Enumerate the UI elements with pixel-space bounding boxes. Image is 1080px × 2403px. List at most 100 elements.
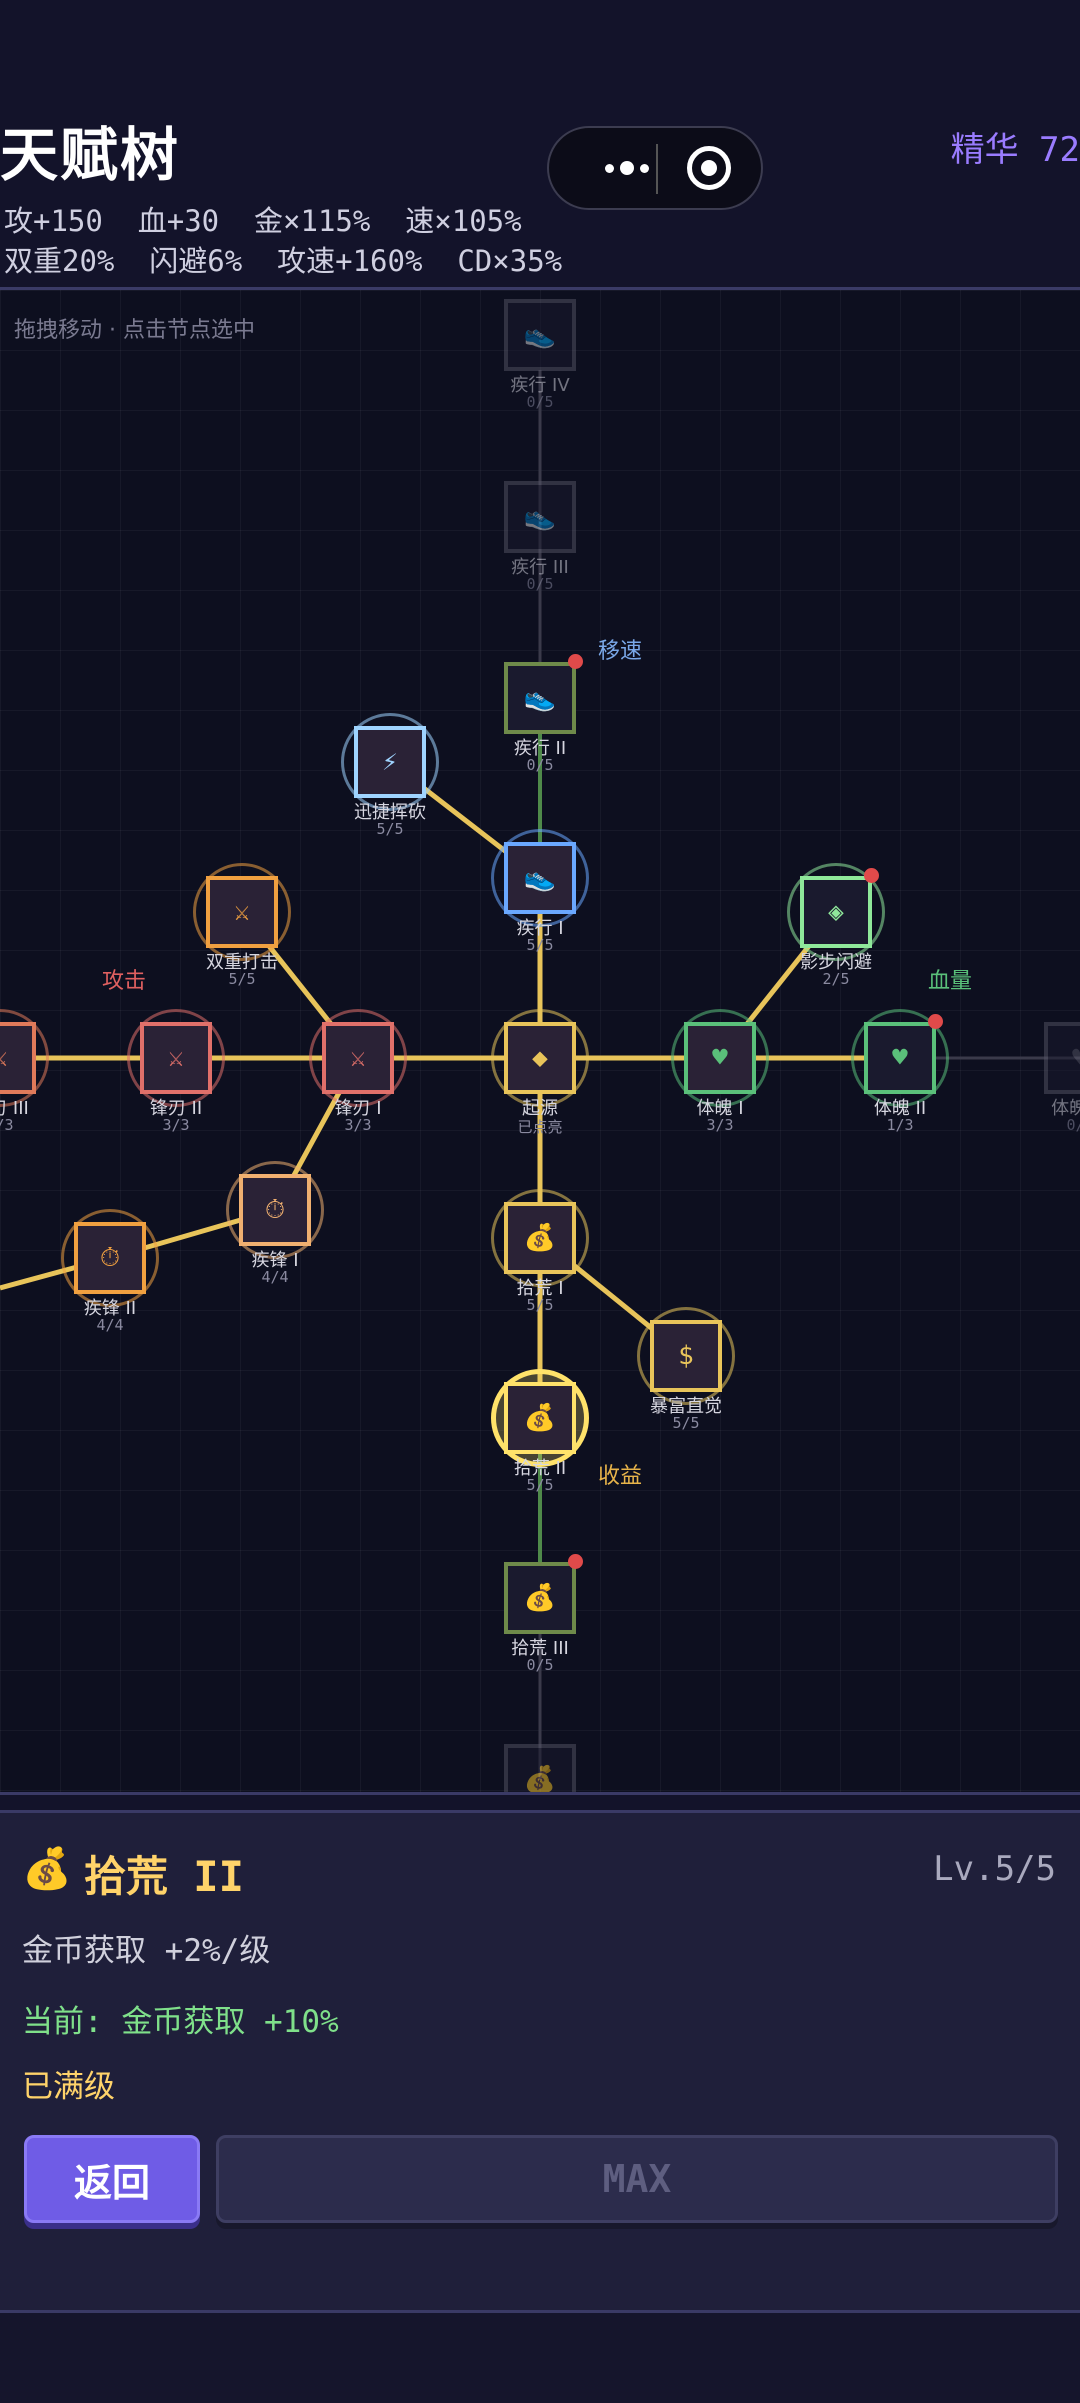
node-level: 5/5 (672, 1414, 700, 1432)
node-level: 已点亮 (517, 1118, 563, 1136)
node-level: 0/5 (526, 393, 554, 411)
node-name: 疾行 III (511, 557, 569, 578)
branch-label-gold: 收益 (598, 1464, 643, 1489)
node-name: 锋刃 II (149, 1098, 203, 1119)
shoe-icon: 👟 (523, 863, 557, 893)
talent-node-swift3[interactable]: 👟 (504, 481, 576, 553)
talent-node-swift4[interactable]: 👟 (504, 299, 576, 371)
node-level: 5/5 (526, 1296, 554, 1314)
node-halo (491, 829, 589, 927)
talent-node-rich[interactable]: $ (650, 1320, 722, 1392)
talent-node-body3[interactable]: ♥ (1044, 1022, 1080, 1094)
node-name: 体魄 I (696, 1098, 744, 1119)
talent-node-blade2[interactable]: ⚔ (140, 1022, 212, 1094)
talent-node-blade3[interactable]: ⚔ (0, 1022, 36, 1094)
node-name: 起源 (522, 1098, 558, 1119)
canvas-hint: 拖拽移动 · 点击节点选中 (14, 318, 255, 343)
talent-node-haste1[interactable]: ⏱ (239, 1174, 311, 1246)
talent-node-scav4[interactable]: 💰 (504, 1744, 576, 1792)
detail-description: 金币获取 +2%/级 (22, 1933, 271, 1969)
talent-node-scav1[interactable]: 💰 (504, 1202, 576, 1274)
node-halo (61, 1209, 159, 1307)
money-bag-icon: 💰 (22, 1846, 72, 1892)
node-name: 体魄 II (873, 1098, 927, 1119)
node-level: 2/5 (822, 970, 850, 988)
upgrade-available-dot (568, 1554, 583, 1569)
node-name: 疾行 II (513, 738, 567, 759)
node-level: 5/5 (376, 820, 404, 838)
node-level: 4/4 (96, 1316, 124, 1334)
branch-label-move: 移速 (598, 639, 643, 664)
talent-node-scav2[interactable]: 💰 (504, 1382, 576, 1454)
more-menu-button[interactable] (577, 128, 677, 208)
coin-icon: $ (678, 1341, 694, 1371)
node-name: 锋刃 III (0, 1098, 29, 1119)
detail-level: Lv.5/5 (933, 1849, 1056, 1889)
essence-counter: 精华 72 (950, 130, 1080, 170)
close-target-button[interactable] (687, 146, 731, 190)
node-name: 疾行 I (516, 918, 564, 939)
node-level: 3/3 (344, 1116, 372, 1134)
talent-node-shadow[interactable]: ◈ (800, 876, 872, 948)
stopwatch-icon: ⏱ (99, 1242, 121, 1273)
node-name: 体魄 III (1051, 1098, 1080, 1119)
shoe-icon: 👟 (523, 683, 557, 713)
detail-status: 已满级 (22, 2069, 115, 2105)
talent-node-body1[interactable]: ♥ (684, 1022, 756, 1094)
talent-node-quick[interactable]: ⚡ (354, 726, 426, 798)
stats-line-1: 攻+150 血+30 金×115% 速×105% (4, 204, 522, 238)
diamond-icon: ◈ (828, 897, 844, 927)
shoe-icon: 👟 (523, 320, 557, 350)
node-halo (491, 1189, 589, 1287)
node-name: 双重打击 (206, 952, 278, 973)
back-button[interactable]: 返回 (24, 2135, 200, 2223)
node-level: 3/3 (0, 1116, 14, 1134)
heart-icon: ♥ (712, 1043, 728, 1073)
money-bag-icon: 💰 (523, 1403, 557, 1433)
shoe-icon: 👟 (523, 502, 557, 532)
detail-panel: 💰 拾荒 II Lv.5/5 金币获取 +2%/级 当前: 金币获取 +10% … (0, 1810, 1080, 2313)
heart-icon: ♥ (1072, 1043, 1080, 1073)
sword-icon: ⚔ (168, 1043, 184, 1073)
lightning-icon: ⚡ (382, 747, 398, 777)
talent-node-scav3[interactable]: 💰 (504, 1562, 576, 1634)
double-strike-icon: ⚔ (234, 897, 250, 927)
node-name: 迅捷挥砍 (354, 802, 426, 823)
node-halo (193, 863, 291, 961)
node-name: 拾荒 III (511, 1638, 569, 1659)
node-level: 4/4 (261, 1268, 289, 1286)
money-bag-icon: 💰 (523, 1223, 557, 1253)
sword-icon: ⚔ (350, 1043, 366, 1073)
talent-node-body2[interactable]: ♥ (864, 1022, 936, 1094)
branch-label-hp: 血量 (928, 969, 973, 994)
node-name: 影步闪避 (800, 952, 872, 973)
branch-label-attack: 攻击 (102, 969, 147, 994)
node-level: 5/5 (526, 936, 554, 954)
talent-node-haste2[interactable]: ⏱ (74, 1222, 146, 1294)
capsule-divider (656, 144, 658, 194)
node-level: 0/5 (526, 756, 554, 774)
talent-node-swift2[interactable]: 👟 (504, 662, 576, 734)
upgrade-max-button[interactable]: MAX (216, 2135, 1058, 2223)
talent-node-origin[interactable]: ◆ (504, 1022, 576, 1094)
money-bag-icon: 💰 (523, 1583, 557, 1613)
node-level: 0/5 (526, 575, 554, 593)
node-level: 5/5 (228, 970, 256, 988)
node-halo (491, 1009, 589, 1107)
node-name: 疾锋 II (83, 1298, 137, 1319)
node-halo (637, 1307, 735, 1405)
stopwatch-icon: ⏱ (264, 1194, 286, 1225)
heart-icon: ♥ (892, 1043, 908, 1073)
node-name: 锋刃 I (334, 1098, 382, 1119)
upgrade-available-dot (928, 1014, 943, 1029)
page-title: 天赋树 (0, 121, 181, 189)
talent-node-swift1[interactable]: 👟 (504, 842, 576, 914)
mini-program-capsule (547, 126, 763, 210)
node-level: 3/3 (162, 1116, 190, 1134)
talent-node-double[interactable]: ⚔ (206, 876, 278, 948)
talent-node-blade1[interactable]: ⚔ (322, 1022, 394, 1094)
node-name: 拾荒 I (516, 1278, 564, 1299)
node-halo (309, 1009, 407, 1107)
bottom-safe-area (0, 2313, 1080, 2403)
